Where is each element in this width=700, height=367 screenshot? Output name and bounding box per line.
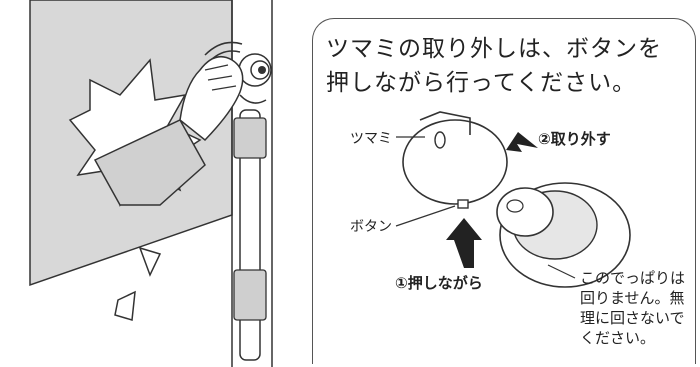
button-part <box>457 199 469 209</box>
remove-label: ②取り外す <box>538 130 611 148</box>
knob-label: ツマミ <box>350 131 392 147</box>
instruction-line-2: 押しながら行ってください。 <box>326 70 637 96</box>
instruction-callout <box>312 18 696 364</box>
sleeve <box>93 119 206 206</box>
note-line-3: 理に回さないで <box>580 309 685 327</box>
note-line-1: このでっぱりは <box>580 269 686 287</box>
shaft <box>496 187 554 237</box>
press-label: ①押しながら <box>395 274 483 292</box>
button-label: ボタン <box>350 219 392 235</box>
hand <box>179 55 244 142</box>
note-line-4: ください。 <box>580 329 656 347</box>
press-arrow <box>446 218 482 268</box>
instruction-line-1: ツマミの取り外しは、ボタンを <box>326 36 662 62</box>
note-line-2: 回りません。無 <box>580 289 685 307</box>
note-text: このでっぱりは 回りません。無 理に回さないで ください。 <box>580 268 685 348</box>
knob-part <box>402 119 508 205</box>
remove-arrow <box>506 132 538 152</box>
